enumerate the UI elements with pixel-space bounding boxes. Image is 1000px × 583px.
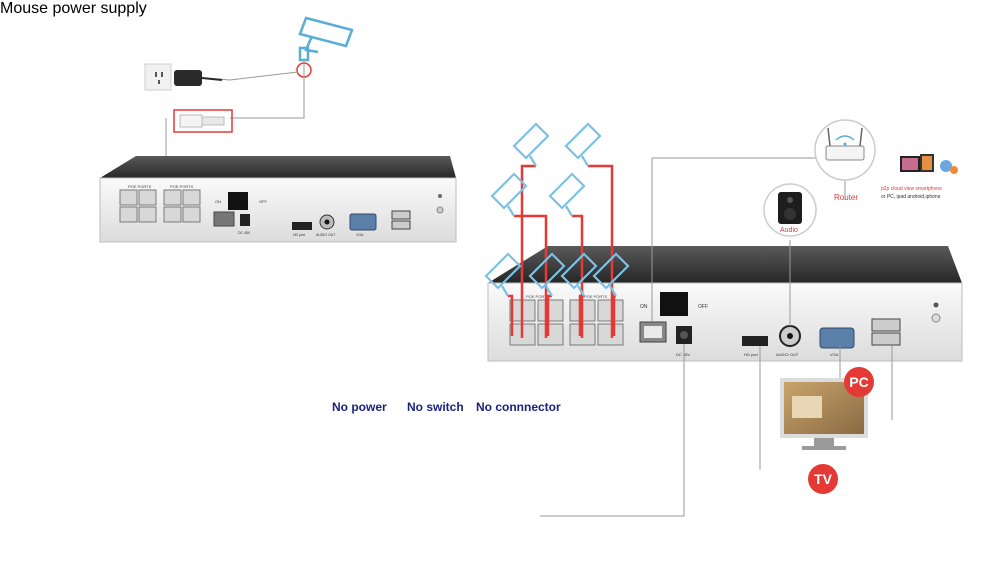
big-nvr-top bbox=[488, 246, 962, 283]
poe-port[interactable] bbox=[537, 323, 564, 346]
small-nvr-front bbox=[99, 177, 457, 243]
router-note-line-2: or PC, ipad android,iphone bbox=[881, 194, 941, 200]
big-nvr-hd-label: HD port bbox=[744, 352, 759, 357]
camera-icon bbox=[528, 252, 566, 297]
small-nvr-usb-port-1[interactable] bbox=[391, 210, 411, 220]
small-nvr-audio-label: AUDIO OUT bbox=[316, 233, 336, 237]
big-nvr-power-switch[interactable] bbox=[660, 292, 688, 316]
poe-port[interactable] bbox=[597, 323, 624, 346]
poe-port[interactable] bbox=[182, 189, 201, 206]
router-wiring bbox=[540, 157, 893, 517]
big-nvr-dc-label: DC 48V bbox=[676, 352, 690, 357]
small-nvr-vga-port[interactable] bbox=[349, 213, 377, 231]
poe-port[interactable] bbox=[182, 206, 201, 223]
small-nvr-poe-ports bbox=[119, 189, 201, 223]
audio-label: Audio bbox=[780, 227, 798, 234]
big-nvr-off-label: OFF bbox=[698, 304, 708, 310]
poe-port[interactable] bbox=[138, 206, 157, 223]
small-nvr-vga-label: VGA bbox=[356, 233, 364, 237]
small-nvr-hdmi-port[interactable] bbox=[292, 222, 312, 230]
poe-port[interactable] bbox=[119, 189, 138, 206]
power-adapter-icon bbox=[174, 70, 223, 86]
camera-icon bbox=[484, 252, 522, 297]
no-power-label: No power bbox=[332, 400, 387, 414]
small-nvr: POE PORTS POE PORTS ON OFF DC 48V HD por… bbox=[99, 156, 457, 243]
camera-icon bbox=[512, 122, 550, 167]
poe-cable bbox=[520, 164, 536, 338]
big-nvr-usb-port-2[interactable] bbox=[871, 332, 901, 346]
no-switch-label: No switch bbox=[407, 400, 464, 414]
big-nvr-on-label: ON bbox=[640, 304, 648, 310]
poe-port[interactable] bbox=[119, 206, 138, 223]
pc-badge: PC bbox=[844, 367, 874, 397]
wall-socket-icon bbox=[144, 63, 172, 91]
big-nvr-usb-port-1[interactable] bbox=[871, 318, 901, 332]
mouse-label: Mouse bbox=[0, 0, 49, 17]
poe-port[interactable] bbox=[163, 189, 182, 206]
poe-port[interactable] bbox=[537, 299, 564, 322]
poe-port[interactable] bbox=[597, 299, 624, 322]
poe-cable bbox=[572, 214, 584, 338]
camera-icon bbox=[298, 16, 354, 62]
power-supply-label: power supply bbox=[52, 0, 147, 17]
small-nvr-hd-label: HD port bbox=[293, 233, 305, 237]
big-nvr-vga-label: VGA bbox=[830, 352, 839, 357]
big-nvr-poe-label-2: POE PORTS bbox=[584, 294, 608, 299]
poe-cable bbox=[508, 294, 514, 336]
poe-port[interactable] bbox=[163, 206, 182, 223]
big-nvr: POE PORTS POE PORTS ON OFF DC 48V HD por… bbox=[487, 246, 963, 362]
poe-cable bbox=[578, 294, 584, 336]
monitor-icon bbox=[780, 378, 868, 450]
poe-cable bbox=[514, 214, 548, 338]
small-nvr-power-switch[interactable] bbox=[228, 192, 248, 210]
smartphone-icon bbox=[900, 154, 958, 174]
big-nvr-poe-label-1: POE PORTS bbox=[526, 294, 550, 299]
small-nvr-top bbox=[100, 156, 456, 178]
small-nvr-dc-label: DC 48V bbox=[238, 231, 251, 235]
camera-icon bbox=[564, 122, 602, 167]
rj45-connector-highlight bbox=[173, 109, 233, 133]
small-nvr-on-label: ON bbox=[215, 199, 221, 204]
top-camera bbox=[296, 16, 354, 78]
speaker-icon bbox=[763, 183, 817, 237]
router-note-line-1: p2p cloud view smartphone bbox=[881, 186, 942, 192]
camera-icon bbox=[490, 172, 528, 217]
small-nvr-poe-label-2: POE PORTS bbox=[170, 184, 194, 189]
tv-badge: TV bbox=[808, 464, 838, 494]
small-nvr-off-label: OFF bbox=[259, 199, 268, 204]
poe-port[interactable] bbox=[138, 189, 157, 206]
big-nvr-audio-label: AUDIO OUT bbox=[776, 352, 799, 357]
router-label: Router bbox=[834, 193, 858, 202]
router-icon bbox=[814, 119, 876, 181]
camera-icon bbox=[560, 252, 598, 297]
small-nvr-dc-port[interactable] bbox=[240, 214, 250, 226]
big-nvr-vga-port[interactable] bbox=[819, 327, 855, 349]
poe-cable bbox=[546, 294, 552, 336]
camera-icon bbox=[592, 252, 630, 297]
camera-icon bbox=[548, 172, 586, 217]
big-nvr-hdmi-port[interactable] bbox=[742, 336, 768, 346]
poe-cameras bbox=[484, 122, 630, 338]
small-nvr-usb-port-2[interactable] bbox=[391, 220, 411, 230]
no-connector-label: No connnector bbox=[476, 400, 561, 414]
small-nvr-poe-label-1: POE PORTS bbox=[128, 184, 152, 189]
small-nvr-lan-port[interactable] bbox=[213, 211, 235, 227]
